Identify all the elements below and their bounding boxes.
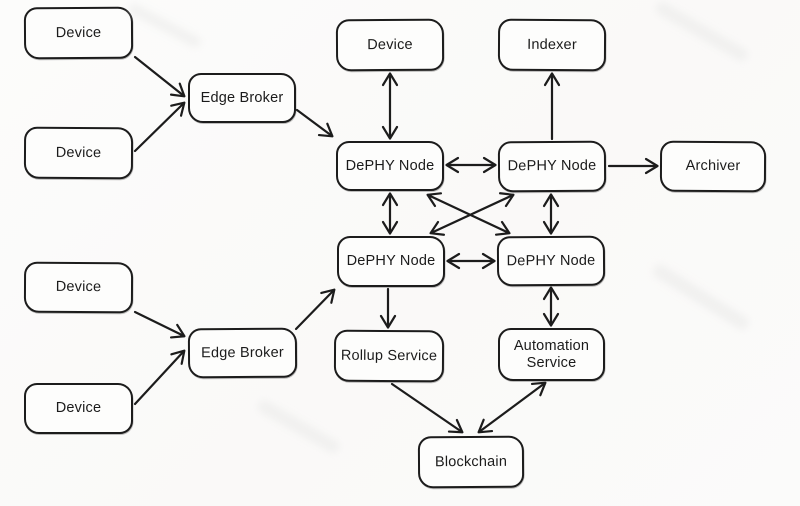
node-label: Device bbox=[55, 279, 102, 296]
node-label: Blockchain bbox=[434, 453, 508, 470]
node-label: Device bbox=[367, 36, 413, 53]
node-label: Edge Broker bbox=[200, 89, 284, 106]
arrow-edge-broker-2-to-dephy-node-3 bbox=[294, 288, 336, 331]
node-label: DePHY Node bbox=[346, 253, 436, 270]
node-dephy-node-1: DePHY Node bbox=[336, 141, 444, 191]
node-device-3: Device bbox=[335, 18, 445, 72]
node-label: Device bbox=[55, 144, 102, 161]
node-device-2: Device bbox=[23, 126, 134, 180]
arrow-rollup-service-to-blockchain bbox=[390, 382, 464, 434]
node-label: Edge Broker bbox=[201, 344, 284, 361]
arrow-device-5-to-edge-broker-2 bbox=[133, 349, 186, 406]
node-device-5: Device bbox=[24, 383, 133, 434]
arrow-automation-service-and-blockchain bbox=[477, 381, 547, 434]
node-archiver: Archiver bbox=[659, 140, 767, 193]
arrow-device-2-to-edge-broker-1 bbox=[133, 101, 186, 153]
node-edge-broker-2: Edge Broker bbox=[187, 327, 298, 379]
arrow-dephy-node-1-and-dephy-node-4-diag bbox=[426, 192, 511, 236]
arrow-dephy-node-2-and-dephy-node-3-diag bbox=[429, 192, 515, 236]
node-rollup-service: Rollup Service bbox=[333, 329, 445, 383]
node-label: DePHY Node bbox=[507, 157, 597, 175]
arrow-device-1-to-edge-broker-1 bbox=[133, 55, 186, 98]
node-blockchain: Blockchain bbox=[417, 435, 525, 489]
node-device-4: Device bbox=[23, 261, 134, 314]
node-label: DePHY Node bbox=[345, 157, 435, 174]
node-device-1: Device bbox=[23, 6, 134, 60]
node-edge-broker-1: Edge Broker bbox=[188, 73, 296, 123]
node-dephy-node-2: DePHY Node bbox=[497, 140, 607, 193]
node-label: Device bbox=[55, 24, 102, 41]
node-indexer: Indexer bbox=[497, 18, 607, 72]
node-label: DePHY Node bbox=[506, 252, 596, 269]
node-label: Archiver bbox=[685, 158, 741, 175]
node-dephy-node-4: DePHY Node bbox=[496, 235, 606, 287]
arrow-device-4-to-edge-broker-2 bbox=[133, 310, 186, 339]
node-label: Automation Service bbox=[513, 337, 590, 371]
node-automation-service: Automation Service bbox=[498, 328, 605, 381]
node-label: Indexer bbox=[527, 36, 577, 53]
arrow-edge-broker-1-to-dephy-node-1 bbox=[295, 108, 334, 138]
node-label: Device bbox=[55, 400, 102, 417]
node-label: Rollup Service bbox=[340, 347, 438, 364]
node-dephy-node-3: DePHY Node bbox=[337, 236, 445, 287]
